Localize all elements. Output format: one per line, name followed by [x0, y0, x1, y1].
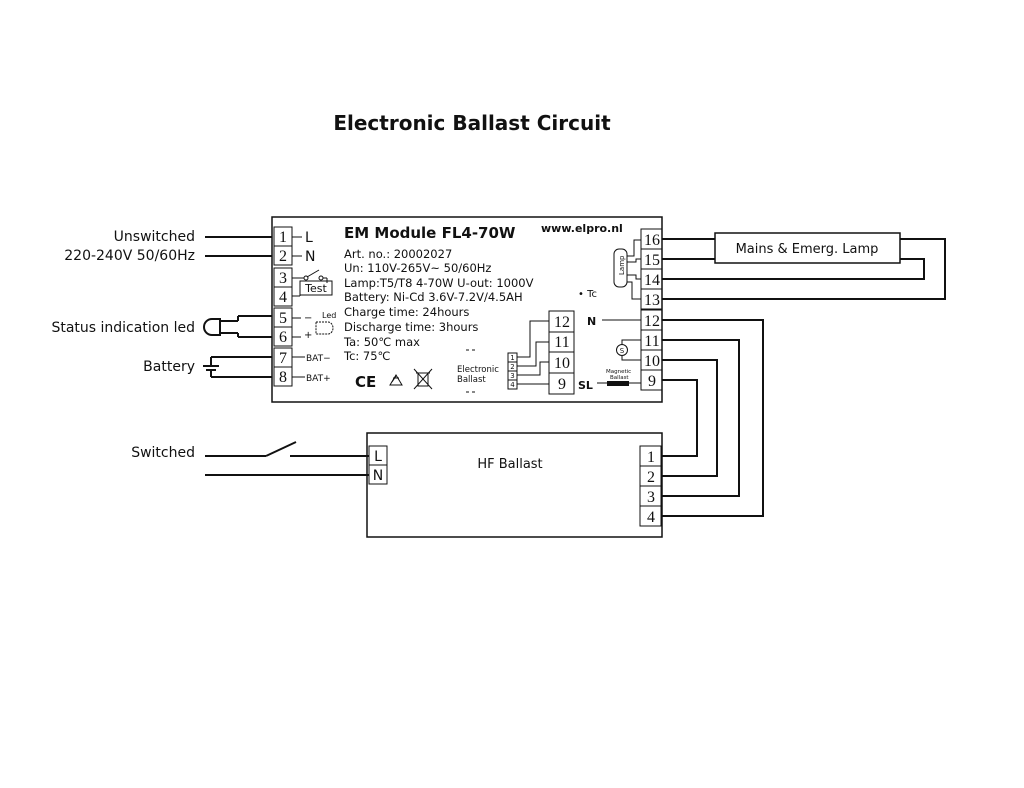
terminal-4: 4 — [279, 289, 287, 306]
spec-line: Un: 110V-265V~ 50/60Hz — [344, 261, 491, 275]
module-specs: Art. no.: 20002027 Un: 110V-265V~ 50/60H… — [343, 247, 534, 363]
switched-mains-wires — [205, 441, 369, 476]
terminal-15: 15 — [644, 252, 660, 269]
terminal-11: 11 — [644, 333, 659, 350]
hf-input-l: L — [374, 449, 382, 465]
svg-text:1: 1 — [510, 354, 514, 362]
test-label: Test — [304, 282, 327, 295]
hf-input-n: N — [373, 468, 383, 484]
hf-output-3: 3 — [647, 489, 655, 506]
spec-line: Battery: Ni-Cd 3.6V-7.2V/4.5AH — [344, 290, 523, 304]
hf-output-1: 1 — [647, 449, 655, 466]
terminal-5: 5 — [279, 310, 287, 327]
magnetic-ballast-icon — [607, 381, 629, 386]
svg-text:3: 3 — [510, 372, 514, 380]
hf-output-wires — [662, 319, 764, 517]
label-voltage: 220-240V 50/60Hz — [64, 248, 195, 264]
terminal-2: 2 — [279, 248, 287, 265]
lamp-wires — [662, 238, 946, 300]
spec-line: Tc: 75℃ — [343, 349, 391, 363]
label-battery: Battery — [143, 359, 195, 375]
tc-mark: • Tc — [578, 289, 597, 300]
label-switched: Switched — [131, 445, 195, 461]
led-symbol — [203, 315, 276, 338]
starter-symbol: S — [616, 339, 641, 361]
inner-terminal-12: 12 — [554, 314, 570, 331]
lamp-label: Mains & Emerg. Lamp — [736, 242, 879, 257]
terminal-6: 6 — [279, 329, 287, 346]
bat-plus: BAT+ — [306, 374, 331, 384]
spec-line: Discharge time: 3hours — [344, 320, 478, 334]
led-plus: + — [304, 330, 312, 341]
svg-text:4: 4 — [510, 381, 515, 389]
terminal-12: 12 — [644, 313, 660, 330]
hf-ballast-box — [366, 432, 663, 538]
recycle-icon — [389, 374, 403, 386]
diagram-title: Electronic Ballast Circuit — [333, 111, 611, 135]
spec-line: Charge time: 24hours — [344, 305, 469, 319]
terminal-3: 3 — [279, 270, 287, 287]
spec-line: Ta: 50℃ max — [343, 335, 420, 349]
inner-terminal-10: 10 — [554, 355, 570, 372]
hf-output-2: 2 — [647, 469, 655, 486]
internal-lamp-symbol: Lamp — [613, 239, 641, 300]
led-label: Led — [322, 311, 336, 320]
terminal-9-right: 9 — [648, 373, 656, 390]
mains-emerg-lamp-box — [714, 232, 901, 264]
mark-n: N — [305, 249, 315, 265]
hf-output-4: 4 — [647, 509, 655, 526]
ce-mark: CE — [355, 373, 376, 391]
module-right-terminals: 16 15 14 13 12 11 10 9 — [640, 228, 663, 391]
test-label-box — [299, 280, 333, 296]
eb-label: Electronic — [457, 365, 499, 375]
spec-line: Art. no.: 20002027 — [344, 247, 452, 261]
label-unswitched: Unswitched — [114, 229, 195, 245]
label-status-led: Status indication led — [51, 320, 195, 336]
module-url: www.elpro.nl — [541, 222, 623, 235]
svg-text:2: 2 — [510, 363, 514, 371]
crossed-bin-icon — [413, 368, 433, 390]
inner-terminal-9: 9 — [558, 376, 566, 393]
inner-terminal-11: 11 — [554, 334, 569, 351]
led-minus: − — [304, 313, 312, 324]
sl-mark: SL — [578, 379, 593, 392]
module-name: EM Module FL4-70W — [344, 224, 516, 242]
small-led-icon — [315, 321, 334, 335]
terminal-7: 7 — [279, 350, 287, 367]
hf-ballast-label: HF Ballast — [477, 457, 542, 472]
terminal-1: 1 — [279, 229, 287, 246]
spec-line: Lamp:T5/T8 4-70W U-out: 1000V — [344, 276, 534, 290]
svg-text:Lamp: Lamp — [618, 255, 626, 275]
magnetic-label: Ballast — [610, 375, 629, 381]
terminal-8: 8 — [279, 369, 287, 386]
eb-label: Ballast — [457, 375, 486, 385]
svg-text:S: S — [620, 347, 625, 355]
mark-l: L — [305, 230, 313, 246]
battery-symbol — [203, 356, 276, 378]
n-mark: N — [587, 315, 596, 328]
inner-electronic-ballast: Electronic Ballast 1 2 3 4 12 11 10 9 — [457, 310, 575, 395]
magnetic-label: Magnetic — [606, 369, 631, 375]
terminal-16: 16 — [644, 232, 660, 249]
terminal-14: 14 — [644, 272, 660, 289]
terminal-10: 10 — [644, 353, 660, 370]
terminal-13: 13 — [644, 292, 660, 309]
bat-minus: BAT− — [306, 354, 331, 364]
